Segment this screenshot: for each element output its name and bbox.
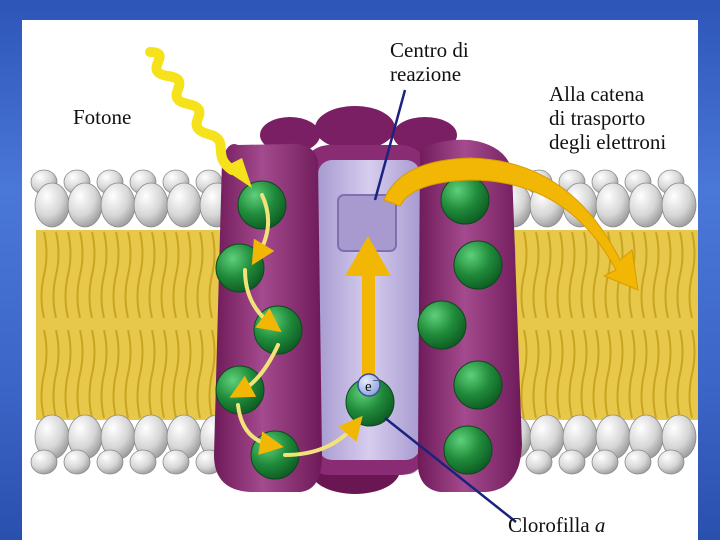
chlorophyll-molecule: [441, 176, 489, 224]
chlorophyll-label-italic: a: [595, 513, 606, 537]
lipid-head: [662, 183, 696, 227]
lipid-head: [35, 183, 69, 227]
lipid-head: [559, 450, 585, 474]
chlorophyll-molecule: [444, 426, 492, 474]
electron-charge: –: [372, 375, 379, 386]
electron-symbol: e: [365, 379, 372, 395]
lipid-head: [101, 183, 135, 227]
lipid-head: [134, 183, 168, 227]
chlorophyll-label: Clorofilla a: [508, 513, 605, 537]
chlorophyll-molecule: [238, 181, 286, 229]
electron-chain-label: Alla catena di trasporto degli elettroni: [549, 82, 666, 154]
lipid-head: [31, 450, 57, 474]
protein-top-lobe: [315, 106, 395, 150]
lipid-head: [526, 450, 552, 474]
lipid-head: [64, 450, 90, 474]
photon-arrow: [150, 52, 252, 188]
lipid-head: [97, 450, 123, 474]
lipid-head: [163, 450, 189, 474]
lipid-head: [625, 450, 651, 474]
chlorophyll-molecule: [454, 241, 502, 289]
lipid-head: [592, 450, 618, 474]
lipid-head: [658, 450, 684, 474]
lipid-head: [130, 450, 156, 474]
lipid-head: [68, 183, 102, 227]
chlorophyll-molecule: [216, 244, 264, 292]
chlorophyll-label-text: Clorofilla: [508, 513, 595, 537]
chlorophyll-molecule: [454, 361, 502, 409]
lipid-head: [596, 183, 630, 227]
photon-label: Fotone: [73, 105, 131, 129]
reaction-center-label: Centro di reazione: [390, 38, 469, 86]
lipid-head: [167, 183, 201, 227]
lipid-head: [629, 183, 663, 227]
electron: e –: [358, 374, 380, 396]
chlorophyll-molecule: [418, 301, 466, 349]
